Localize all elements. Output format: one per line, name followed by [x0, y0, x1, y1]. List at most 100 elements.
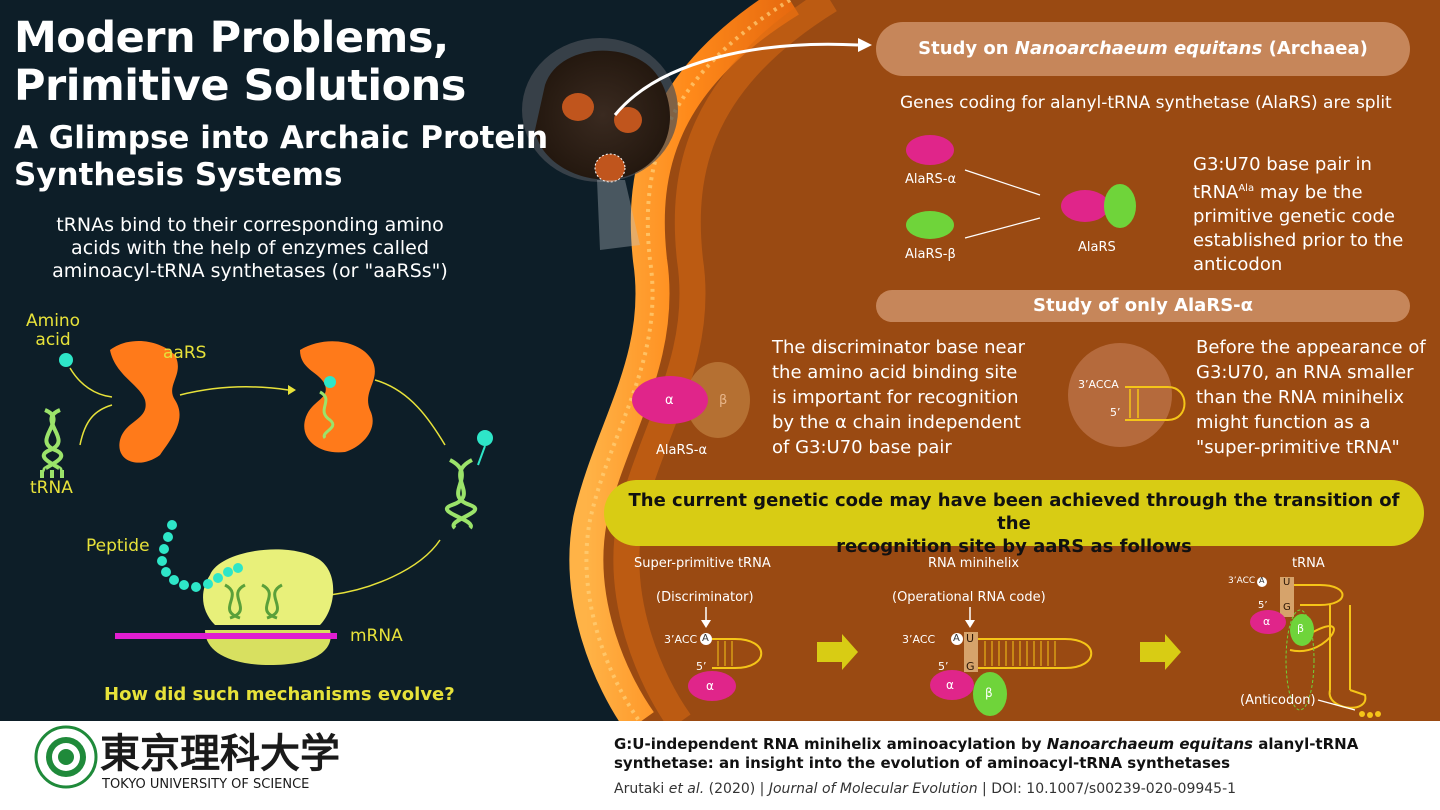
- intro-line-2: acids with the help of enzymes called: [71, 237, 429, 259]
- aars-bound-icon: [300, 341, 375, 453]
- stage2-beta: β: [985, 686, 993, 700]
- main-title: Modern Problems, Primitive Solutions: [14, 14, 466, 110]
- stage3-beta: β: [1297, 622, 1305, 635]
- aars-enzyme-icon: [110, 340, 180, 463]
- peptide-label: Peptide: [86, 536, 150, 556]
- study1-header: Study on Nanoarchaeum equitans (Archaea): [876, 22, 1410, 76]
- university-seal-icon: [34, 725, 98, 789]
- g3u70-line-1: G3:U70 base pair in: [1193, 154, 1372, 175]
- subtitle: A Glimpse into Archaic Protein Synthesis…: [14, 120, 548, 194]
- stage3-diagram: [1250, 577, 1381, 718]
- stage1-five: 5’: [696, 660, 707, 673]
- footer: 東京理科大学 TOKYO UNIVERSITY OF SCIENCE G:U-i…: [0, 721, 1440, 810]
- g3u70-line-2: tRNAAla may be the: [1193, 177, 1433, 205]
- disc-line-2: the amino acid binding site: [772, 362, 1018, 383]
- subtitle-line-2: Synthesis Systems: [14, 157, 343, 193]
- paper-title-c: alanyl-tRNA: [1253, 735, 1359, 753]
- trna-word: tRNA: [1193, 182, 1239, 203]
- acca-label: 3’ACCA: [1078, 378, 1119, 391]
- amino-acid-dot: [59, 353, 73, 367]
- stage1-diagram: [688, 607, 763, 701]
- paper-title-species: Nanoarchaeum equitans: [1046, 735, 1253, 753]
- university-name-en: TOKYO UNIVERSITY OF SCIENCE: [102, 777, 310, 792]
- cell-icon: [522, 38, 872, 250]
- stage2-g-base: G: [966, 660, 975, 673]
- genes-split-text: Genes coding for alanyl-tRNA synthetase …: [900, 93, 1392, 113]
- trna-label: tRNA: [30, 478, 73, 498]
- stage2-a-base: A: [953, 633, 960, 644]
- amino-label-1: Amino: [26, 311, 81, 331]
- g3u70-line-4: established prior to the: [1193, 230, 1404, 251]
- trna-icon: [40, 408, 64, 478]
- stage2-diagram: [930, 607, 1093, 716]
- operational-label: (Operational RNA code): [892, 590, 1046, 605]
- before-line-5: "super-primitive tRNA": [1196, 437, 1400, 458]
- before-line-4: might function as a: [1196, 412, 1371, 433]
- ala-superscript: Ala: [1238, 183, 1255, 194]
- stage3-a-base: A: [1259, 576, 1265, 585]
- cite-etal: et al.: [668, 781, 705, 797]
- stage3-label: tRNA: [1292, 556, 1325, 571]
- study1-prefix: Study on: [918, 38, 1015, 59]
- stage2-label: RNA minihelix: [928, 556, 1020, 571]
- anticodon-label: (Anticodon): [1240, 693, 1316, 708]
- intro-line-1: tRNAs bind to their corresponding amino: [56, 214, 444, 236]
- university-name-jp: 東京理科大学: [100, 731, 340, 777]
- intro-text: tRNAs bind to their corresponding amino …: [20, 214, 480, 283]
- alars-complex-icon: [1061, 184, 1136, 228]
- g3u70-line-2b: may be the: [1254, 182, 1363, 203]
- beta-symbol: β: [719, 393, 728, 408]
- alpha-symbol: α: [665, 393, 674, 408]
- g3u70-line-5: anticodon: [1193, 254, 1283, 275]
- intro-line-3: aminoacyl-tRNA synthetases (or "aaRSs"): [52, 260, 448, 282]
- stage3-u-base: U: [1283, 577, 1291, 588]
- before-text: Before the appearance of G3:U70, an RNA …: [1196, 335, 1436, 460]
- stage2-u-base: U: [966, 632, 975, 645]
- paper-title-line-2: synthetase: an insight into the evolutio…: [614, 754, 1231, 772]
- cite-year: (2020) |: [704, 781, 769, 797]
- five-prime-label: 5’: [1110, 406, 1121, 419]
- stage3-acc: 3’ACC: [1228, 576, 1256, 586]
- amino-acid-label: Amino acid: [26, 312, 80, 350]
- stage2-five: 5’: [938, 660, 949, 673]
- alars-alpha-label-2: AlaRS-α: [656, 443, 708, 458]
- banner-line-1: The current genetic code may have been a…: [628, 490, 1400, 534]
- subtitle-line-1: A Glimpse into Archaic Protein: [14, 120, 549, 156]
- alars-alpha-icon: [632, 362, 750, 438]
- alars-label: AlaRS: [1078, 240, 1116, 255]
- arrow-right-icon: [817, 634, 858, 670]
- title-line-1: Modern Problems,: [14, 13, 449, 63]
- banner-text: The current genetic code may have been a…: [612, 489, 1416, 558]
- stage2-alpha: α: [946, 678, 954, 692]
- aars-label: aaRS: [163, 343, 207, 363]
- before-line-2: G3:U70, an RNA smaller: [1196, 362, 1414, 383]
- disc-line-1: The discriminator base near: [772, 337, 1026, 358]
- g3u70-text: G3:U70 base pair in tRNAAla may be the p…: [1193, 153, 1433, 277]
- stage1-acc: 3’ACC: [664, 633, 698, 646]
- study2-header: Study of only AlaRS-α: [876, 290, 1410, 322]
- disc-line-5: of G3:U70 base pair: [772, 437, 952, 458]
- title-line-2: Primitive Solutions: [14, 61, 466, 111]
- stage3-alpha: α: [1263, 615, 1271, 628]
- stage1-label: Super-primitive tRNA: [634, 556, 771, 571]
- stage2-acc: 3’ACC: [902, 633, 936, 646]
- evolution-question: How did such mechanisms evolve?: [104, 684, 455, 705]
- paper-title: G:U-independent RNA minihelix aminoacyla…: [614, 735, 1414, 773]
- disc-line-3: is important for recognition: [772, 387, 1019, 408]
- alpha-subunit-icon: [906, 135, 954, 165]
- mrna-label: mRNA: [350, 626, 403, 646]
- amino-label-2: acid: [35, 330, 71, 350]
- g3u70-line-3: primitive genetic code: [1193, 206, 1395, 227]
- banner-line-2: recognition site by aaRS as follows: [836, 536, 1192, 557]
- stage3-five: 5’: [1258, 600, 1268, 611]
- arrow-right-icon-2: [1140, 634, 1181, 670]
- citation: Arutaki et al. (2020) | Journal of Molec…: [614, 781, 1236, 797]
- conclusion-banner: [604, 480, 1424, 546]
- stage3-g-base: G: [1283, 602, 1291, 613]
- cite-journal: Journal of Molecular Evolution: [768, 781, 978, 797]
- before-line-3: than the RNA minihelix: [1196, 387, 1404, 408]
- stage1-alpha: α: [706, 679, 714, 693]
- disc-line-4: by the α chain independent: [772, 412, 1021, 433]
- cite-doi: | DOI: 10.1007/s00239-020-09945-1: [977, 781, 1237, 797]
- beta-subunit-icon: [906, 211, 954, 239]
